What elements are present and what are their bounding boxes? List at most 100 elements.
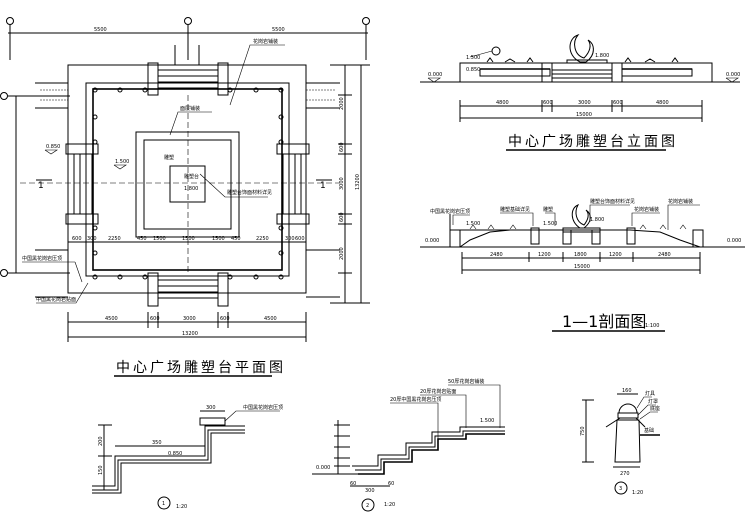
detail2-note-1: 50厚花岗岩铺装 xyxy=(448,378,484,385)
detail3-note-2: 灯罩 xyxy=(648,398,658,405)
svg-text:300: 300 xyxy=(87,236,97,242)
inner-dims: 600 300 2250 450 1500 1500 1500 450 2250… xyxy=(72,236,305,242)
detail1-dim-2: 150 xyxy=(98,465,104,475)
detail2-note-2: 20厚花岗岩贴面 xyxy=(420,388,456,395)
section-level-5: 0.000 xyxy=(727,238,741,244)
detail-1: 200 150 350 300 中国黑花岗岩压顶 0.850 1 1:20 xyxy=(92,404,283,510)
section-label-3: 雕塑 xyxy=(543,206,553,213)
svg-text:1: 1 xyxy=(162,501,165,507)
elev-dim-2: 600 xyxy=(543,100,553,106)
detail2-scale: 1:20 xyxy=(384,502,395,508)
pier xyxy=(530,227,540,245)
svg-text:1500: 1500 xyxy=(182,236,195,242)
bottom-dim-4: 600 xyxy=(220,316,230,322)
svg-text:3: 3 xyxy=(619,486,622,492)
elev-level-1: 0.000 xyxy=(428,72,442,78)
lamp-base xyxy=(614,419,641,463)
detail1-dim-3: 350 xyxy=(152,440,162,446)
plan-title: 中心广场雕塑台平面图 xyxy=(116,360,286,376)
detail3-dim-height: 750 xyxy=(580,426,586,436)
detail-2: 20厚中国黑花岗岩压顶 20厚花岗岩贴面 50厚花岗岩铺装 0.000 1.50… xyxy=(312,378,505,512)
detail1-scale: 1:20 xyxy=(176,504,187,510)
section-dim-total: 15000 xyxy=(574,264,590,270)
label-sculpture-base: 雕塑台 xyxy=(184,173,199,180)
svg-text:450: 450 xyxy=(231,236,241,242)
grid-axis-b xyxy=(184,17,192,25)
elev-level-3: 0.850 xyxy=(466,67,480,73)
grid-axis-left-d xyxy=(0,269,8,277)
section-level-3: 1.500 xyxy=(543,221,557,227)
elev-dim-4: 600 xyxy=(613,100,623,106)
label-edge-note-2: 中国黑花岗岩贴面 xyxy=(36,296,76,303)
label-paving-outer: 花岗岩铺装 xyxy=(253,38,278,45)
section-dim-5: 2480 xyxy=(658,252,671,258)
detail1-dim-1: 200 xyxy=(98,436,104,446)
top-dim-1: 5500 xyxy=(94,27,107,33)
svg-text:2: 2 xyxy=(366,503,369,509)
elev-level-4: 1.800 xyxy=(595,53,609,59)
section-dim-1: 2480 xyxy=(490,252,503,258)
pier xyxy=(591,229,601,245)
detail2-dim-3: 60 xyxy=(388,481,394,487)
label-base-finish: 雕塑台饰面材料详见 xyxy=(227,189,272,196)
pier xyxy=(562,229,572,245)
lamp-dome xyxy=(618,403,638,414)
label-paving-inner: 面层铺装 xyxy=(180,105,200,112)
elev-dim-1: 4800 xyxy=(496,100,509,106)
label-edge-note-1: 中国黑花岗岩压顶 xyxy=(22,255,62,262)
elev-dim-total: 15000 xyxy=(576,112,592,118)
section-label-4: 雕塑台饰面材料详见 xyxy=(590,198,635,205)
detail3-dim-top: 160 xyxy=(622,388,632,394)
detail2-note-3: 20厚中国黑花岗岩压顶 xyxy=(390,396,441,403)
elev-outer: 0.850 xyxy=(46,144,60,150)
section-label-5: 花岗岩铺装 xyxy=(634,206,659,213)
right-dim-4: 600 xyxy=(339,212,345,222)
detail-mark-3 xyxy=(614,481,628,495)
top-dim-2: 5500 xyxy=(272,27,285,33)
grid-axis-c xyxy=(362,17,370,25)
right-dim-1: 2000 xyxy=(339,97,345,110)
detail2-level-low: 0.000 xyxy=(316,465,330,471)
detail-mark-1 xyxy=(157,496,171,510)
detail3-scale: 1:20 xyxy=(632,490,643,496)
section-dim-4: 1200 xyxy=(609,252,622,258)
section-level-1: 0.000 xyxy=(425,238,439,244)
section-mark-right: 1 xyxy=(320,181,326,191)
bottom-dim-3: 3000 xyxy=(183,316,196,322)
sculpture-shape xyxy=(569,34,594,63)
right-dim-3: 3000 xyxy=(339,177,345,190)
label-sculpture: 雕塑 xyxy=(164,154,174,161)
svg-text:450: 450 xyxy=(137,236,147,242)
elev-center: 1.800 xyxy=(184,186,198,192)
elev-dim-3: 3000 xyxy=(578,100,591,106)
section-scale: 1:100 xyxy=(645,323,659,329)
elevation-title: 中心广场雕塑台立面图 xyxy=(508,134,678,150)
detail1-dim-4: 300 xyxy=(206,405,216,411)
section-label-2: 雕塑基础详见 xyxy=(500,206,530,213)
svg-text:2250: 2250 xyxy=(108,236,121,242)
elev-level-5: 0.000 xyxy=(726,72,740,78)
section-dim-3: 1800 xyxy=(574,252,587,258)
grid-axis-left-c xyxy=(0,92,8,100)
elevation-view: 0.000 1.500 0.850 1.800 0.000 4800 600 3… xyxy=(420,34,740,151)
elev-inner: 1.500 xyxy=(115,159,129,165)
svg-text:1500: 1500 xyxy=(153,236,166,242)
section-dim-2: 1200 xyxy=(538,252,551,258)
right-dim-2: 600 xyxy=(339,142,345,152)
bottom-dim-5: 4500 xyxy=(264,316,277,322)
detail1-level: 0.850 xyxy=(168,451,182,457)
section-label-1: 中国黑花岗岩压顶 xyxy=(430,208,470,215)
elev-dim-5: 4800 xyxy=(656,100,669,106)
bottom-dim-2: 600 xyxy=(150,316,160,322)
svg-text:2250: 2250 xyxy=(256,236,269,242)
svg-text:1500: 1500 xyxy=(212,236,225,242)
detail-mark-2 xyxy=(361,498,375,512)
pier xyxy=(626,227,636,245)
grid-axis-a xyxy=(6,17,14,25)
section-label-6: 花岗岩铺装 xyxy=(668,198,693,205)
right-dim-5: 2000 xyxy=(339,247,345,260)
lamp-markers xyxy=(92,87,284,280)
detail2-dim-1: 60 xyxy=(350,481,356,487)
detail1-note: 中国黑花岗岩压顶 xyxy=(243,404,283,411)
